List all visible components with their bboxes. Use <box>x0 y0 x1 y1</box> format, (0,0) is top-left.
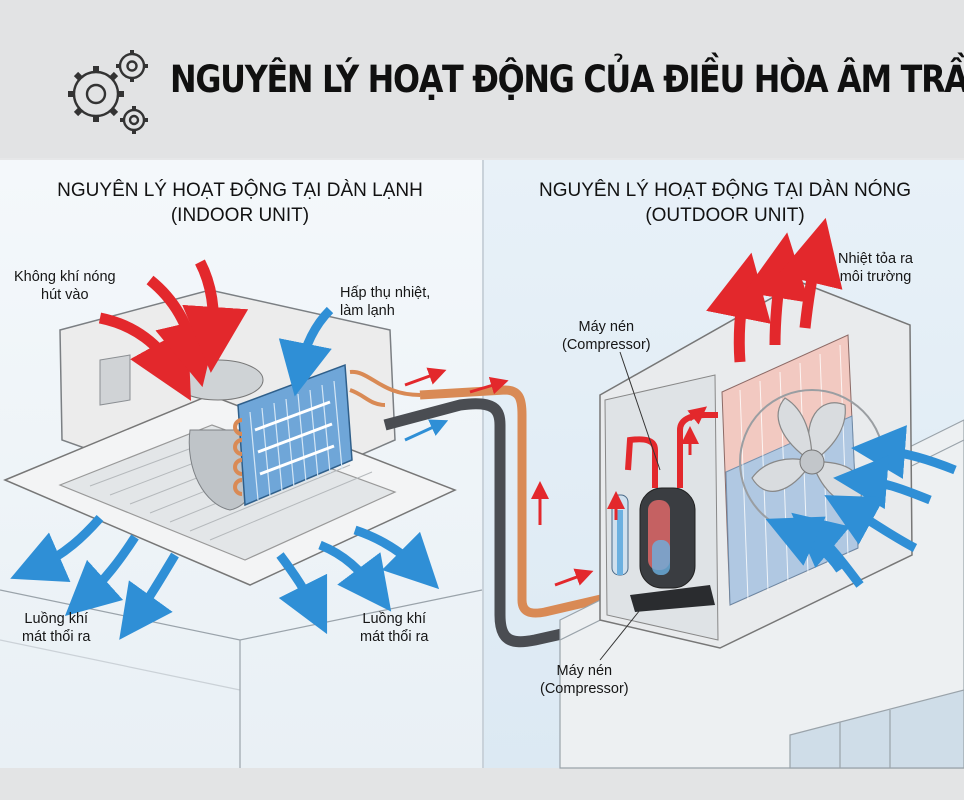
heat-release-label: Nhiệt tỏa ra môi trường <box>838 250 913 286</box>
cool-air-left-line2: mát thổi ra <box>22 629 91 645</box>
cool-air-right-line2: mát thổi ra <box>360 629 429 645</box>
cool-air-out-right-label: Luồng khí mát thổi ra <box>360 610 429 646</box>
compressor-bottom-line2: (Compressor) <box>540 681 629 697</box>
absorb-heat-line1: Hấp thụ nhiệt, <box>340 285 431 301</box>
indoor-heading-line2: (INDOOR UNIT) <box>170 205 310 226</box>
heat-release-line1: Nhiệt tỏa ra <box>838 251 913 267</box>
panel-divider <box>482 160 484 768</box>
compressor-bottom-line1: Máy nén <box>556 663 613 679</box>
outdoor-heading: NGUYÊN LÝ HOẠT ĐỘNG TẠI DÀN NÓNG (OUTDOO… <box>500 178 950 228</box>
hot-air-in-line2: hút vào <box>41 287 89 303</box>
header-band <box>0 0 964 158</box>
coil-flow-arrows <box>254 400 335 476</box>
gears-icon <box>68 50 148 134</box>
compressor-top-line2: (Compressor) <box>562 337 651 353</box>
outdoor-heading-line2: (OUTDOOR UNIT) <box>645 205 805 226</box>
absorb-heat-line2: làm lạnh <box>340 303 395 319</box>
absorb-heat-label: Hấp thụ nhiệt, làm lạnh <box>340 284 430 320</box>
indoor-heading: NGUYÊN LÝ HOẠT ĐỘNG TẠI DÀN LẠNH (INDOOR… <box>20 178 460 228</box>
footer-band <box>0 768 964 800</box>
hot-air-in-arrows <box>98 259 249 401</box>
cool-air-out-left-label: Luồng khí mát thổi ra <box>22 610 91 646</box>
page-title: NGUYÊN LÝ HOẠT ĐỘNG CỦA ĐIỀU HÒA ÂM TRẦN <box>170 58 964 101</box>
cool-air-right-line1: Luồng khí <box>362 611 427 627</box>
outdoor-intake-arrows <box>765 425 957 588</box>
pointer-lines <box>599 351 661 661</box>
heat-release-line2: môi trường <box>839 269 912 285</box>
outdoor-heading-line1: NGUYÊN LÝ HOẠT ĐỘNG TẠI DÀN NÓNG <box>539 180 911 201</box>
refrigerant-pipes <box>383 385 662 648</box>
indoor-heading-line1: NGUYÊN LÝ HOẠT ĐỘNG TẠI DÀN LẠNH <box>57 180 423 201</box>
hot-air-in-label: Không khí nóng hút vào <box>14 268 116 304</box>
compressor-top-line1: Máy nén <box>578 319 635 335</box>
cool-air-out-arrows <box>10 306 440 640</box>
cool-air-left-line1: Luồng khí <box>24 611 89 627</box>
compressor-bottom-label: Máy nén (Compressor) <box>540 662 629 698</box>
compressor-top-label: Máy nén (Compressor) <box>562 318 651 354</box>
hot-air-in-line1: Không khí nóng <box>14 269 116 285</box>
heat-release-arrows <box>706 217 843 363</box>
